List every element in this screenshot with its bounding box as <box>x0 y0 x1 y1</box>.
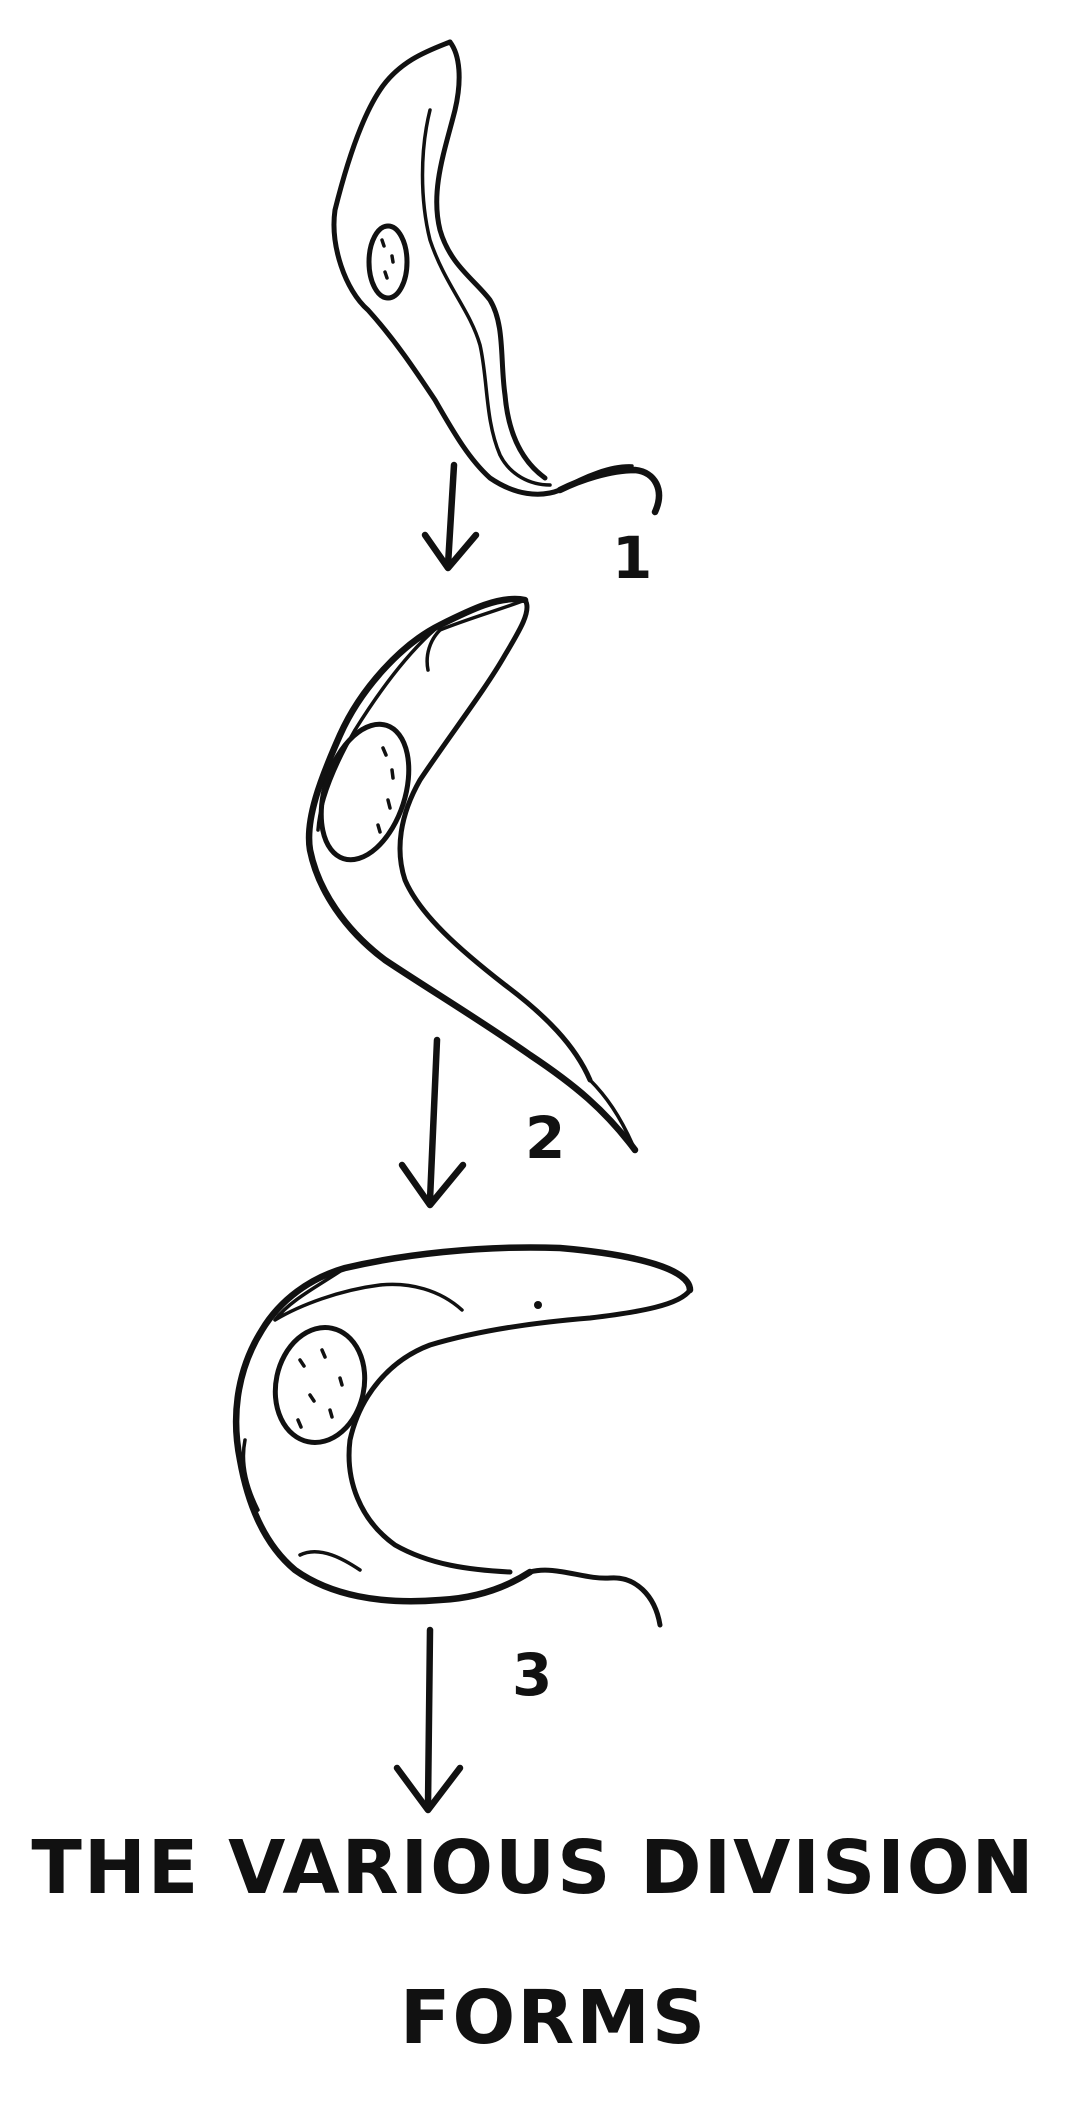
stage-1-organism <box>334 42 659 512</box>
stage-2-label: 2 <box>525 1104 565 1172</box>
caption-line-2: FORMS <box>0 1975 1067 2061</box>
stage-2-organism <box>305 599 635 1150</box>
stage-2-nucleus <box>305 713 424 871</box>
arrow-3-to-caption <box>397 1630 460 1810</box>
stage-1-nucleus <box>369 226 407 298</box>
stage-1-label: 1 <box>612 524 652 592</box>
stage-3-organism <box>236 1247 690 1625</box>
caption-line-1: THE VARIOUS DIVISION <box>0 1825 1067 1911</box>
arrow-2-to-3 <box>402 1040 463 1205</box>
stage-3-nucleus <box>265 1319 375 1451</box>
arrow-1-to-2 <box>425 465 476 568</box>
stage-3-label: 3 <box>512 1641 552 1709</box>
